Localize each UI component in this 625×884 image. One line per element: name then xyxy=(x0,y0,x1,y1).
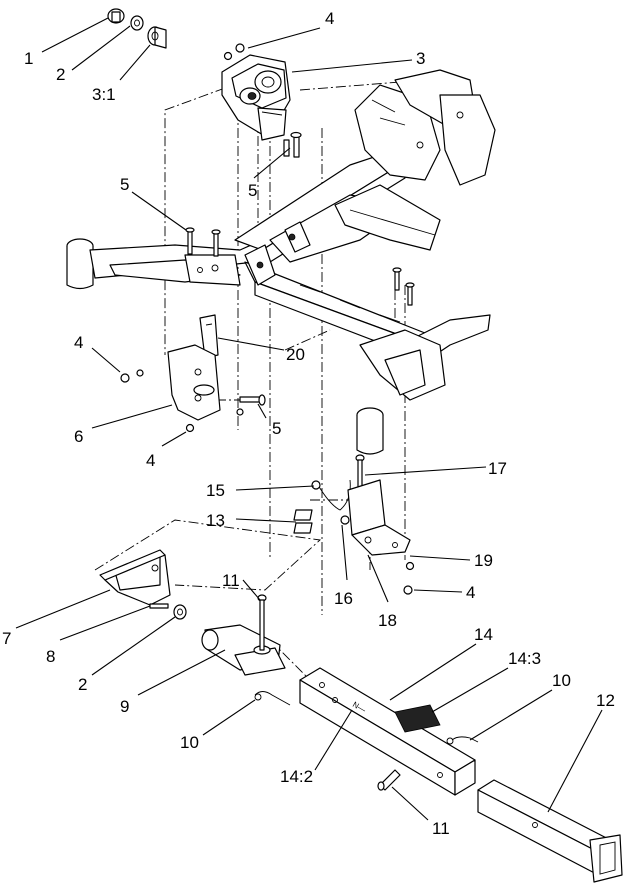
bracket-18-19 xyxy=(340,479,411,556)
tube-14 xyxy=(299,667,476,796)
hitch-bracket-7 xyxy=(99,549,171,606)
callout-13: 13 xyxy=(206,511,225,530)
hardware-left xyxy=(120,369,266,433)
decal-14-3 xyxy=(394,704,441,733)
callout-11-bottom: 11 xyxy=(432,819,450,838)
hitch-tongue-9 xyxy=(201,624,286,676)
leader-lines xyxy=(15,17,603,821)
callout-3-1: 3:1 xyxy=(92,85,116,104)
callout-14-3: 14:3 xyxy=(508,649,541,668)
clip-10-left xyxy=(254,691,291,706)
extension-12 xyxy=(477,779,623,883)
callout-14-2: 14:2 xyxy=(280,767,313,786)
main-frame xyxy=(66,69,496,455)
nut-4-top xyxy=(223,43,245,61)
bolt-8-washer-2 xyxy=(149,603,187,620)
callout-17: 17 xyxy=(488,459,507,478)
washer-2 xyxy=(130,15,144,31)
pin-17 xyxy=(355,454,365,499)
callout-6: 6 xyxy=(74,427,83,446)
callout-16: 16 xyxy=(334,589,353,608)
bolts-5-top xyxy=(283,131,302,158)
callout-2-top: 2 xyxy=(56,65,65,84)
callout-5-left: 5 xyxy=(120,175,129,194)
callout-12: 12 xyxy=(596,691,615,710)
callout-20: 20 xyxy=(286,345,305,364)
pads-13 xyxy=(293,509,313,534)
bracket-6 xyxy=(167,344,221,421)
pin-11-lower xyxy=(377,769,401,791)
callout-4-top: 4 xyxy=(325,9,334,28)
callout-19: 19 xyxy=(474,551,493,570)
callout-labels: 1 2 3:1 4 3 5 5 5 20 4 6 5 4 15 13 17 19… xyxy=(2,9,615,838)
chain-15 xyxy=(311,479,351,511)
nut-4-right xyxy=(403,561,415,595)
callout-3: 3 xyxy=(416,49,425,68)
bracket-20 xyxy=(199,314,219,359)
callout-18: 18 xyxy=(378,611,397,630)
callout-15: 15 xyxy=(206,481,225,500)
callout-10-right: 10 xyxy=(552,671,571,690)
bolts-5-frame xyxy=(185,227,415,306)
callout-7: 7 xyxy=(2,629,11,648)
callout-4-right: 4 xyxy=(466,583,475,602)
callout-1: 1 xyxy=(24,49,33,68)
callout-4-left: 4 xyxy=(74,333,83,352)
callout-14: 14 xyxy=(474,625,493,644)
clip-10-right xyxy=(446,736,479,745)
callout-5-mid: 5 xyxy=(272,419,281,438)
pivot-bracket-3 xyxy=(221,54,291,141)
callout-11-top: 11 xyxy=(222,571,240,590)
callout-8: 8 xyxy=(46,647,55,666)
callout-5-top: 5 xyxy=(248,181,257,200)
bushing-3-1 xyxy=(147,26,167,49)
callout-4-lower-left: 4 xyxy=(146,451,155,470)
callout-2-bottom: 2 xyxy=(78,675,87,694)
cap-1 xyxy=(107,8,125,24)
callout-9: 9 xyxy=(120,697,129,716)
callout-10-left: 10 xyxy=(180,733,199,752)
